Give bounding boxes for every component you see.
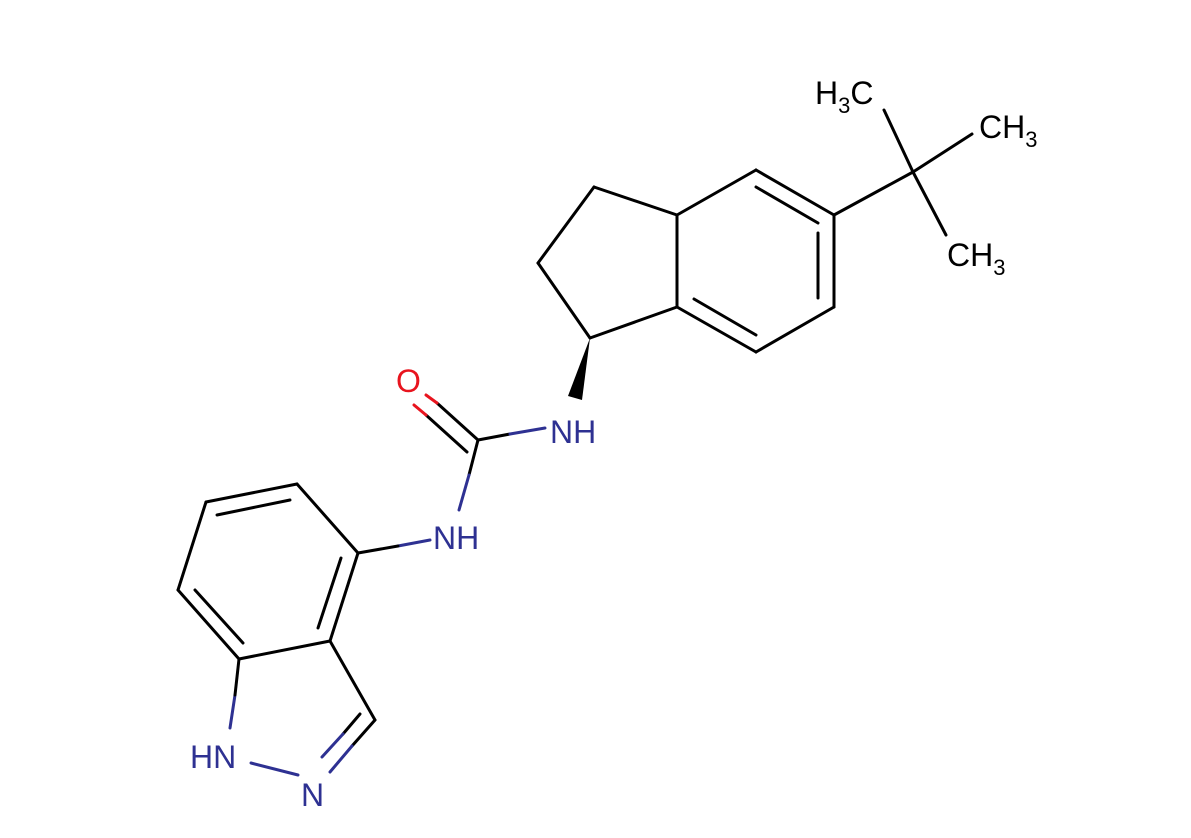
methyl-ch: CH — [979, 109, 1025, 145]
oxygen-label: O — [396, 363, 421, 399]
indazole-benzene-ring — [176, 482, 360, 661]
indane-benzene-ring — [675, 168, 836, 354]
urea-linker — [356, 393, 547, 555]
methyl-top-left-label: H3C — [815, 75, 873, 118]
methyl-h: H — [815, 75, 838, 111]
methyl-c: C — [850, 75, 873, 111]
indazole-nh-label: HN — [190, 739, 236, 775]
methyl-bottom-label: CH3 — [947, 237, 1005, 280]
indazole-pyrazole-ring — [228, 639, 377, 777]
urea-nh-right-label: NH — [550, 414, 596, 450]
tert-butyl-group — [832, 108, 974, 237]
indane-cyclopentane-ring — [536, 185, 679, 340]
methyl-ch: CH — [947, 237, 993, 273]
methyl-subscript: 3 — [838, 93, 850, 118]
wedge-bond — [568, 338, 590, 400]
urea-nh-left-label: NH — [433, 520, 479, 556]
methyl-subscript: 3 — [993, 255, 1005, 280]
indazole-n-label: N — [301, 777, 324, 813]
methyl-top-right-label: CH3 — [979, 109, 1037, 152]
methyl-subscript: 3 — [1025, 127, 1037, 152]
